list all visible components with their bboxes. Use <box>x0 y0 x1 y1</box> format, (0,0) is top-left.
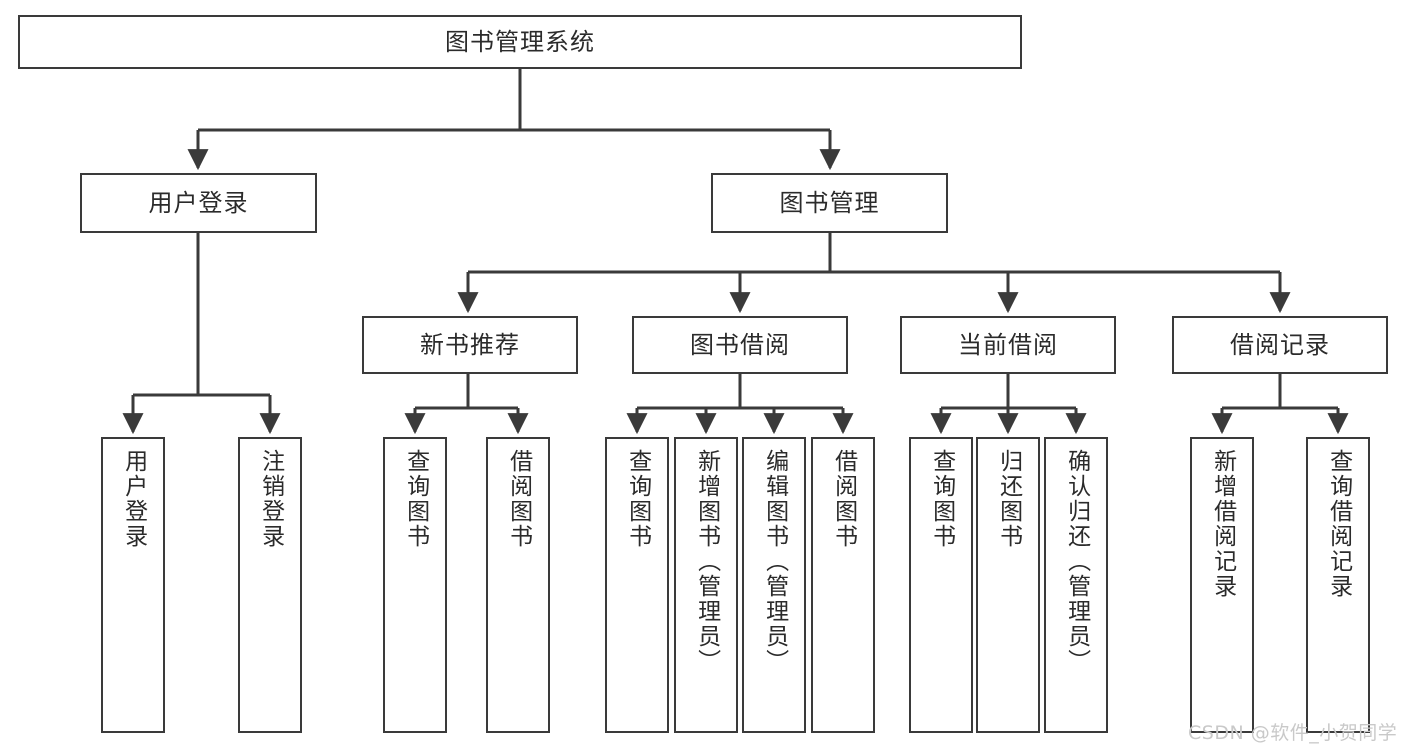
node-current-borrow[interactable]: 当前借阅 <box>900 316 1116 374</box>
node-leaf-add-book-label: 新增图书（管理员） <box>693 449 720 674</box>
node-leaf-query-book-1[interactable]: 查询图书 <box>383 437 447 733</box>
node-current-borrow-label: 当前借阅 <box>958 330 1058 359</box>
node-leaf-add-record-label: 新增借阅记录 <box>1209 449 1236 599</box>
node-book-borrow[interactable]: 图书借阅 <box>632 316 848 374</box>
node-leaf-user-login[interactable]: 用户登录 <box>101 437 165 733</box>
node-leaf-query-book-3[interactable]: 查询图书 <box>909 437 973 733</box>
node-leaf-logout-label: 注销登录 <box>257 449 284 549</box>
node-leaf-return-book[interactable]: 归还图书 <box>976 437 1040 733</box>
node-book-manage-label: 图书管理 <box>779 188 880 217</box>
node-leaf-logout[interactable]: 注销登录 <box>238 437 302 733</box>
node-leaf-borrow-book-1[interactable]: 借阅图书 <box>486 437 550 733</box>
node-leaf-return-book-label: 归还图书 <box>995 449 1022 549</box>
node-leaf-query-book-2[interactable]: 查询图书 <box>605 437 669 733</box>
node-leaf-confirm-return[interactable]: 确认归还（管理员） <box>1044 437 1108 733</box>
node-leaf-user-login-label: 用户登录 <box>120 449 147 549</box>
node-new-book-rec[interactable]: 新书推荐 <box>362 316 578 374</box>
node-leaf-query-book-3-label: 查询图书 <box>928 449 955 549</box>
node-new-book-rec-label: 新书推荐 <box>420 330 520 359</box>
node-leaf-borrow-book-2[interactable]: 借阅图书 <box>811 437 875 733</box>
node-leaf-add-book[interactable]: 新增图书（管理员） <box>674 437 738 733</box>
node-root[interactable]: 图书管理系统 <box>18 15 1022 69</box>
node-leaf-edit-book[interactable]: 编辑图书（管理员） <box>742 437 806 733</box>
node-leaf-query-book-1-label: 查询图书 <box>402 449 429 549</box>
node-root-label: 图书管理系统 <box>445 27 595 56</box>
node-leaf-query-record[interactable]: 查询借阅记录 <box>1306 437 1370 733</box>
node-leaf-borrow-book-2-label: 借阅图书 <box>830 449 857 549</box>
node-leaf-edit-book-label: 编辑图书（管理员） <box>761 449 788 674</box>
node-leaf-query-book-2-label: 查询图书 <box>624 449 651 549</box>
node-borrow-record[interactable]: 借阅记录 <box>1172 316 1388 374</box>
node-borrow-record-label: 借阅记录 <box>1230 330 1330 359</box>
node-leaf-confirm-return-label: 确认归还（管理员） <box>1063 449 1090 674</box>
node-user-login[interactable]: 用户登录 <box>80 173 317 233</box>
csdn-watermark: CSDN @软件_小贺同学 <box>1188 722 1398 744</box>
node-book-manage[interactable]: 图书管理 <box>711 173 948 233</box>
node-leaf-borrow-book-1-label: 借阅图书 <box>505 449 532 549</box>
node-leaf-add-record[interactable]: 新增借阅记录 <box>1190 437 1254 733</box>
node-leaf-query-record-label: 查询借阅记录 <box>1325 449 1352 599</box>
node-book-borrow-label: 图书借阅 <box>690 330 790 359</box>
node-user-login-label: 用户登录 <box>148 188 249 217</box>
